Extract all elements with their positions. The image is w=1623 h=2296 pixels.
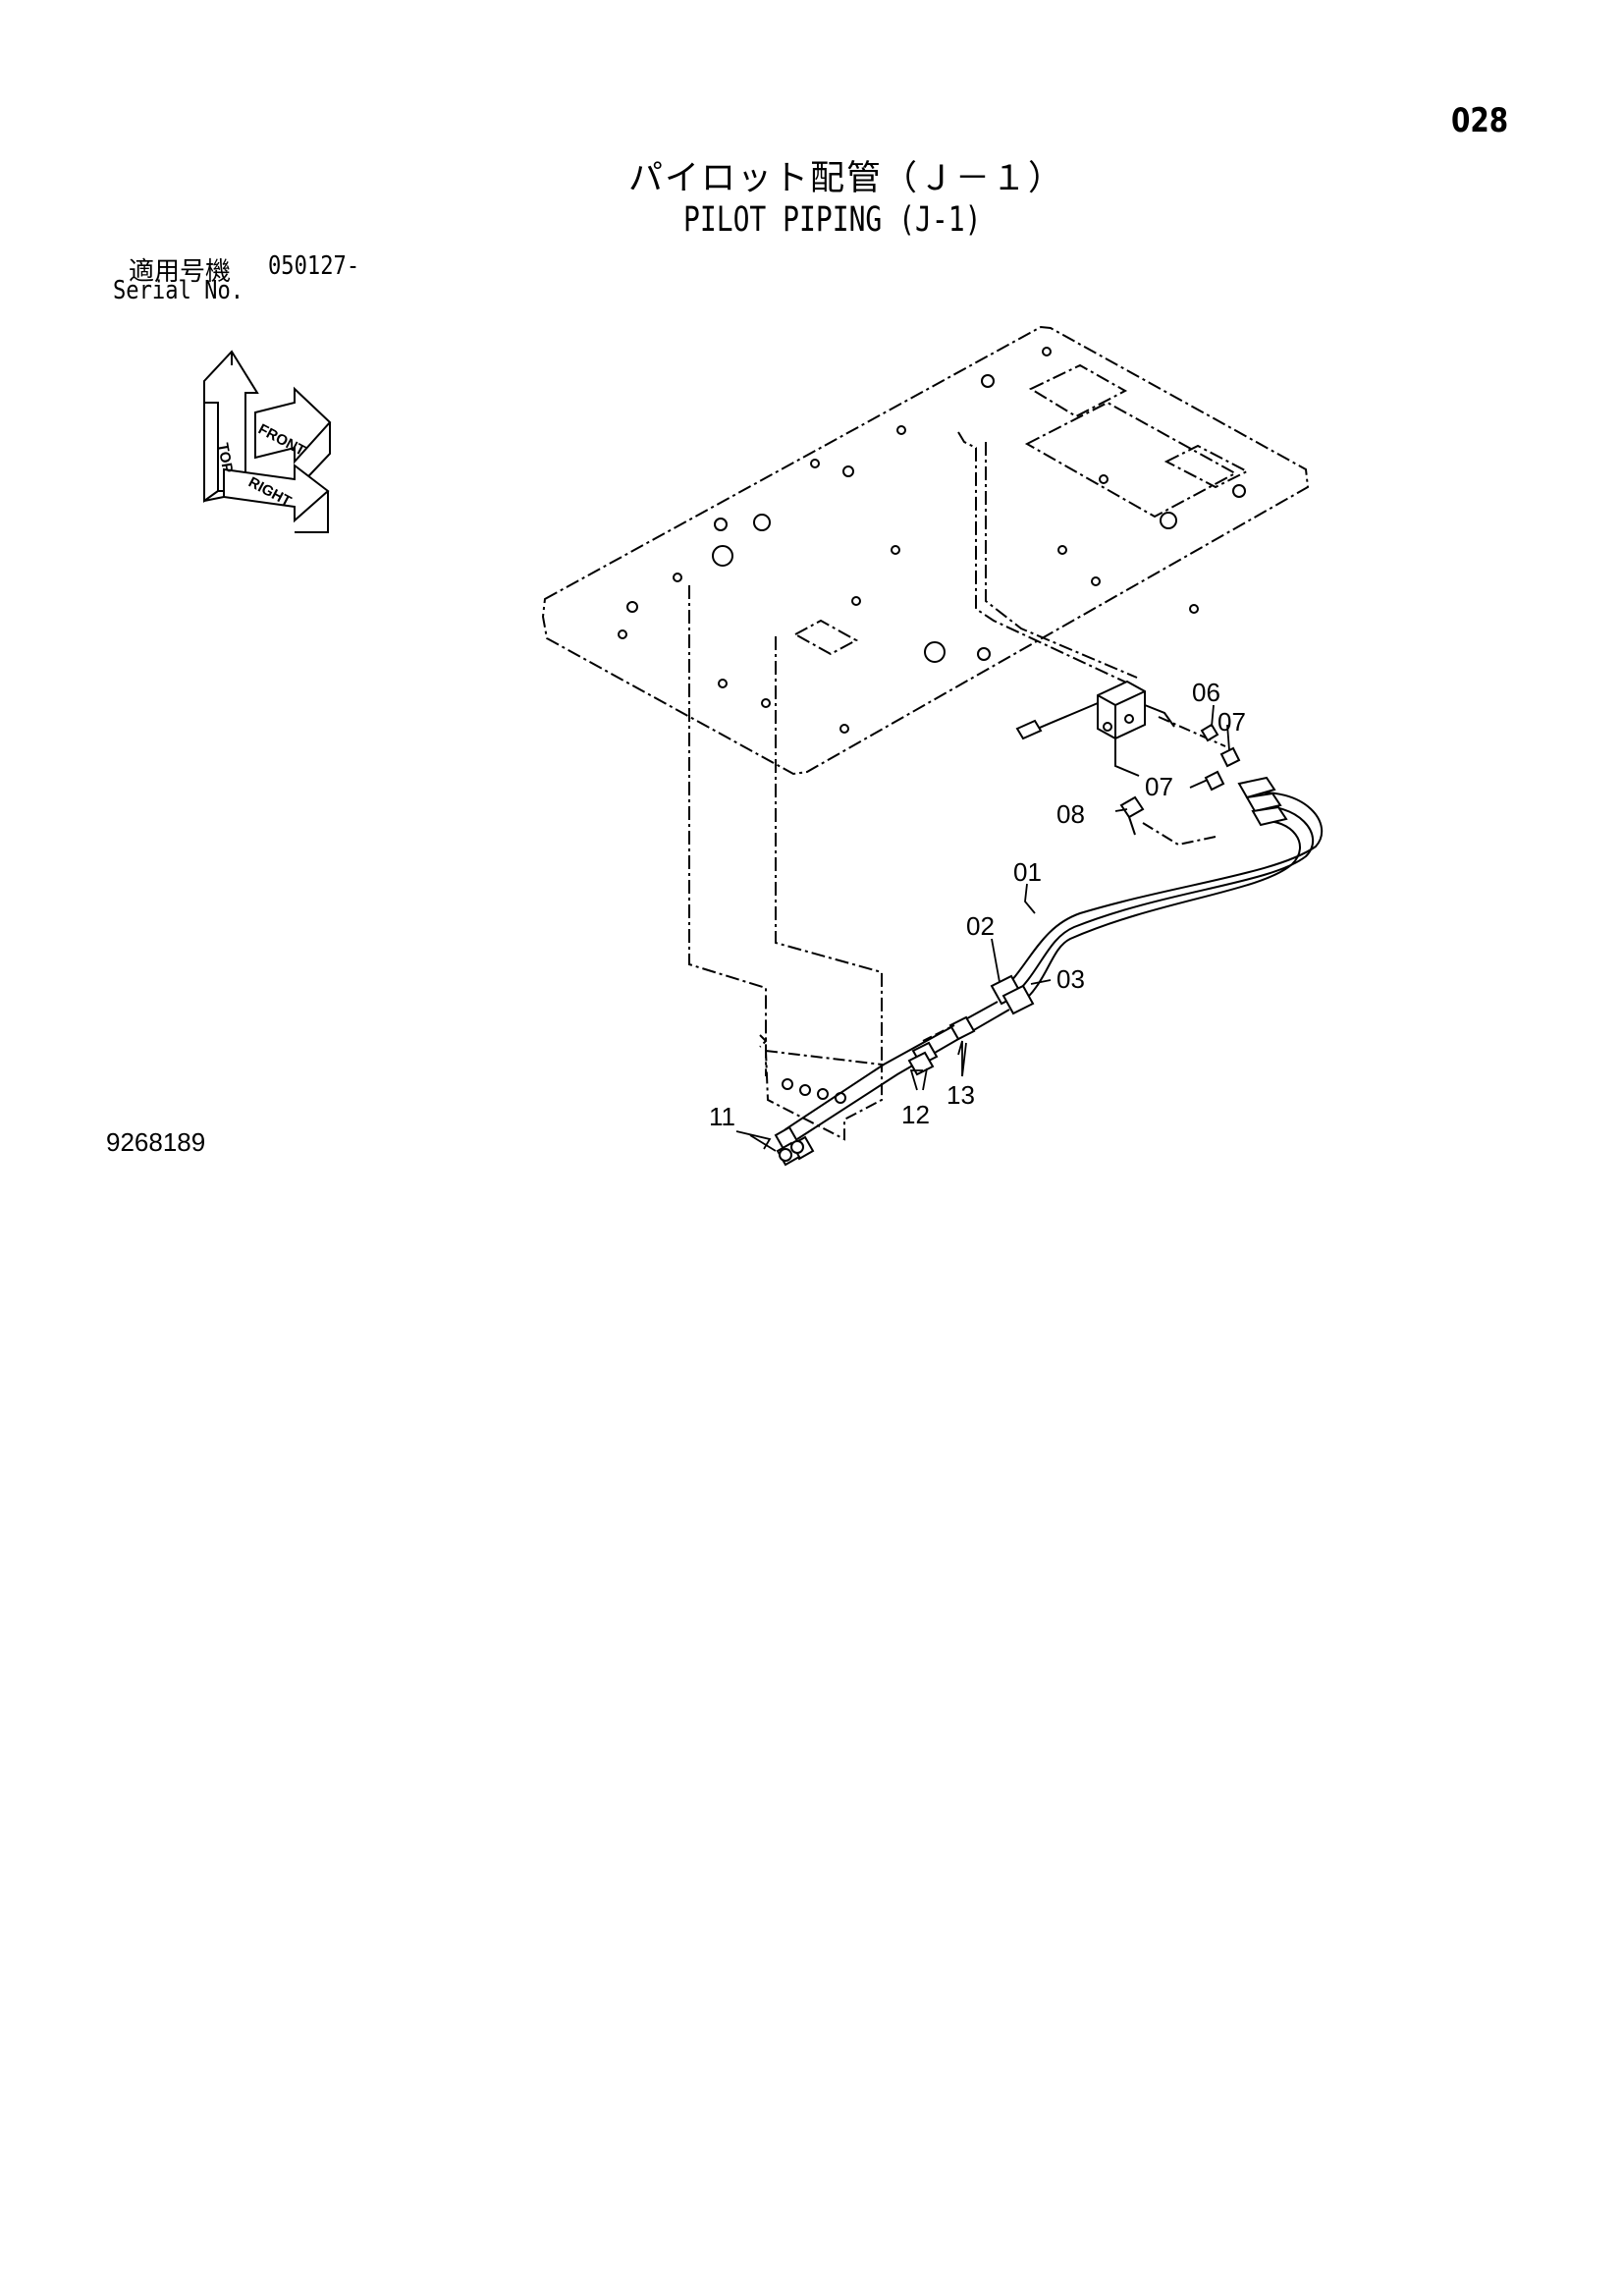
page-number: 028 (1451, 101, 1509, 140)
plate-holes (618, 347, 1246, 734)
callout-01: 01 (1013, 857, 1042, 887)
leader-lines (735, 704, 1230, 1152)
orientation-top-label: TOP (214, 442, 236, 474)
callout-11: 11 (709, 1102, 735, 1131)
page-title-english: PILOT PIPING (J-1) (683, 200, 982, 240)
electrical-wire (1015, 702, 1099, 740)
callout-02: 02 (966, 911, 995, 941)
drawing-number: 9268189 (106, 1127, 206, 1157)
valve-block (1097, 680, 1226, 777)
end-fittings (774, 1125, 815, 1167)
orientation-indicator: TOP FRONT RIGHT (203, 350, 332, 533)
page-title-japanese: パイロット配管（Ｊ－１） (628, 159, 1065, 198)
pilot-hoses (784, 776, 1323, 1149)
serial-number-value: 050127- (268, 251, 360, 281)
callout-12: 12 (901, 1100, 930, 1129)
callout-08: 08 (1056, 799, 1085, 829)
callout-13: 13 (947, 1080, 975, 1110)
callout-06: 06 (1192, 678, 1220, 707)
callout-07-lower: 07 (1145, 772, 1173, 801)
callout-07-upper: 07 (1217, 707, 1246, 737)
serial-label-english: Serial No. (113, 276, 244, 305)
callout-03: 03 (1056, 964, 1085, 994)
serial-label-japanese: 適用号機 (129, 257, 232, 287)
floor-plate (541, 325, 1310, 1076)
fittings (1119, 723, 1241, 847)
lower-bracket (759, 1034, 883, 1141)
